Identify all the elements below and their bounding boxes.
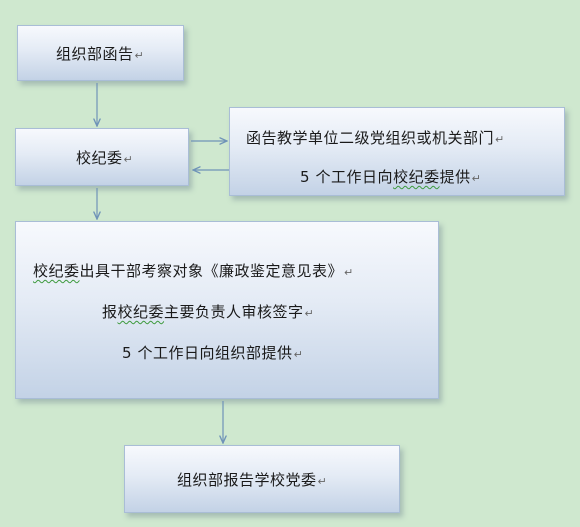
node-discipline-committee-label: 校纪委↵: [76, 147, 133, 168]
days-count: 5: [300, 168, 310, 186]
node-notify-units-line2: 5 个工作日向校纪委提供↵: [300, 166, 481, 187]
node-org-notice: 组织部函告↵: [17, 25, 184, 81]
days-count: 5: [122, 344, 132, 362]
node-integrity-form-line3-rest: 个工作日向组织部提供: [137, 344, 293, 362]
node-notify-units-line1-text: 函告教学单位二级党组织或机关部门: [246, 129, 495, 147]
node-report-party-committee-label: 组织部报告学校党委↵: [177, 469, 327, 490]
node-integrity-form-line1-rest: 出具干部考察对象《廉政鉴定意见表》: [79, 262, 344, 280]
node-integrity-form-line2: 报校纪委主要负责人审核签字↵: [102, 301, 314, 322]
spellcheck-word: 校纪委: [393, 168, 440, 186]
node-integrity-form-line1: 校纪委出具干部考察对象《廉政鉴定意见表》↵: [33, 260, 354, 281]
return-mark: ↵: [471, 172, 482, 185]
node-notify-units-line2-post: 提供: [439, 168, 471, 186]
spellcheck-word: 校纪委: [33, 262, 80, 280]
node-discipline-committee: 校纪委↵: [15, 128, 189, 186]
node-integrity-form-line3: 5 个工作日向组织部提供↵: [122, 342, 303, 363]
node-notify-units-line1: 函告教学单位二级党组织或机关部门↵: [246, 127, 505, 148]
node-integrity-form-line2-pre: 报: [102, 303, 118, 321]
node-org-notice-text: 组织部函告: [56, 45, 134, 63]
node-notify-units-line2-pre: 个工作日向: [315, 168, 394, 186]
return-mark: ↵: [293, 348, 304, 361]
node-discipline-committee-text: 校纪委: [76, 149, 123, 167]
return-mark: ↵: [495, 133, 505, 146]
node-org-notice-label: 组织部函告↵: [56, 43, 144, 64]
return-mark: ↵: [304, 307, 315, 320]
return-mark: ↵: [123, 153, 134, 166]
node-integrity-form-line2-post: 主要负责人审核签字: [164, 303, 304, 321]
node-report-party-committee: 组织部报告学校党委↵: [124, 445, 400, 513]
spellcheck-word: 校纪委: [117, 303, 165, 321]
return-mark: ↵: [134, 49, 145, 62]
return-mark: ↵: [344, 266, 354, 279]
node-report-party-committee-text: 组织部报告学校党委: [177, 471, 317, 489]
return-mark: ↵: [317, 475, 328, 488]
